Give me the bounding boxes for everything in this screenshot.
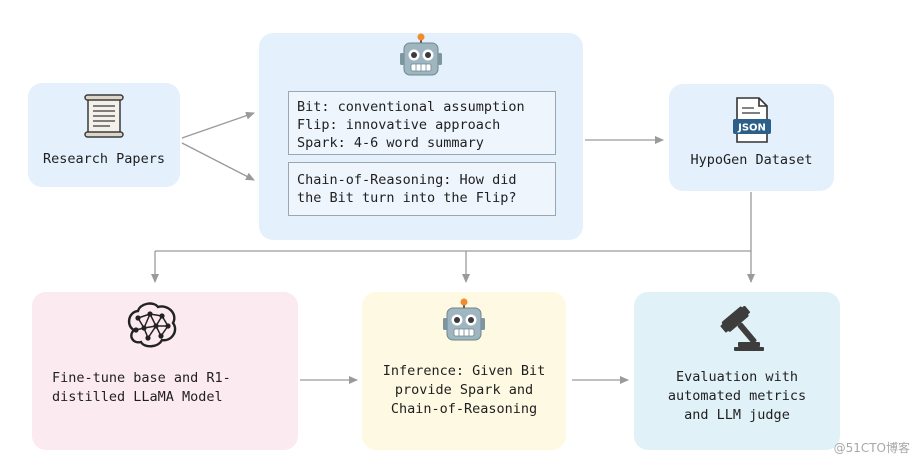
- hypogen-dataset-label: HypoGen Dataset: [690, 152, 813, 168]
- prompt-node: Bit: conventional assumption Flip: innov…: [259, 33, 583, 240]
- reasoning-line-2: the Bit turn into the Flip?: [297, 190, 517, 206]
- evaluation-label: Evaluation with automated metrics and LL…: [667, 369, 807, 423]
- flip-line: Flip: innovative approach: [297, 117, 501, 133]
- evaluation-node: Evaluation with automated metrics and LL…: [634, 292, 840, 450]
- scroll-icon: [84, 94, 124, 138]
- reasoning-line-1: Chain-of-Reasoning: How did: [297, 172, 517, 188]
- inference-node: Inference: Given Bit provide Spark and C…: [362, 292, 566, 450]
- research-papers-node: Research Papers: [28, 83, 180, 187]
- hypogen-dataset-node: JSON HypoGen Dataset: [669, 84, 834, 191]
- bit-line: Bit: conventional assumption: [297, 99, 525, 115]
- robot-icon: [400, 33, 442, 76]
- watermark: @51CTO博客: [833, 441, 910, 455]
- spark-line: Spark: 4-6 word summary: [297, 135, 484, 151]
- research-papers-label: Research Papers: [43, 151, 165, 167]
- robot-icon: [443, 298, 485, 341]
- finetune-label: Fine-tune base and R1- distilled LLaMA M…: [52, 370, 231, 405]
- neural-brain-icon: [127, 302, 177, 348]
- chain-of-reasoning-box: Chain-of-Reasoning: How did the Bit turn…: [288, 162, 556, 216]
- inference-label: Inference: Given Bit provide Spark and C…: [382, 363, 546, 417]
- finetune-node: Fine-tune base and R1- distilled LLaMA M…: [32, 292, 298, 450]
- json-file-icon: JSON: [733, 97, 771, 143]
- json-icon-text: JSON: [737, 123, 766, 134]
- gavel-icon: [720, 306, 764, 351]
- arrow-papers-to-reasoning: [181, 142, 255, 181]
- bit-flip-spark-box: Bit: conventional assumption Flip: innov…: [288, 91, 556, 155]
- arrow-papers-to-bitflip: [181, 111, 255, 139]
